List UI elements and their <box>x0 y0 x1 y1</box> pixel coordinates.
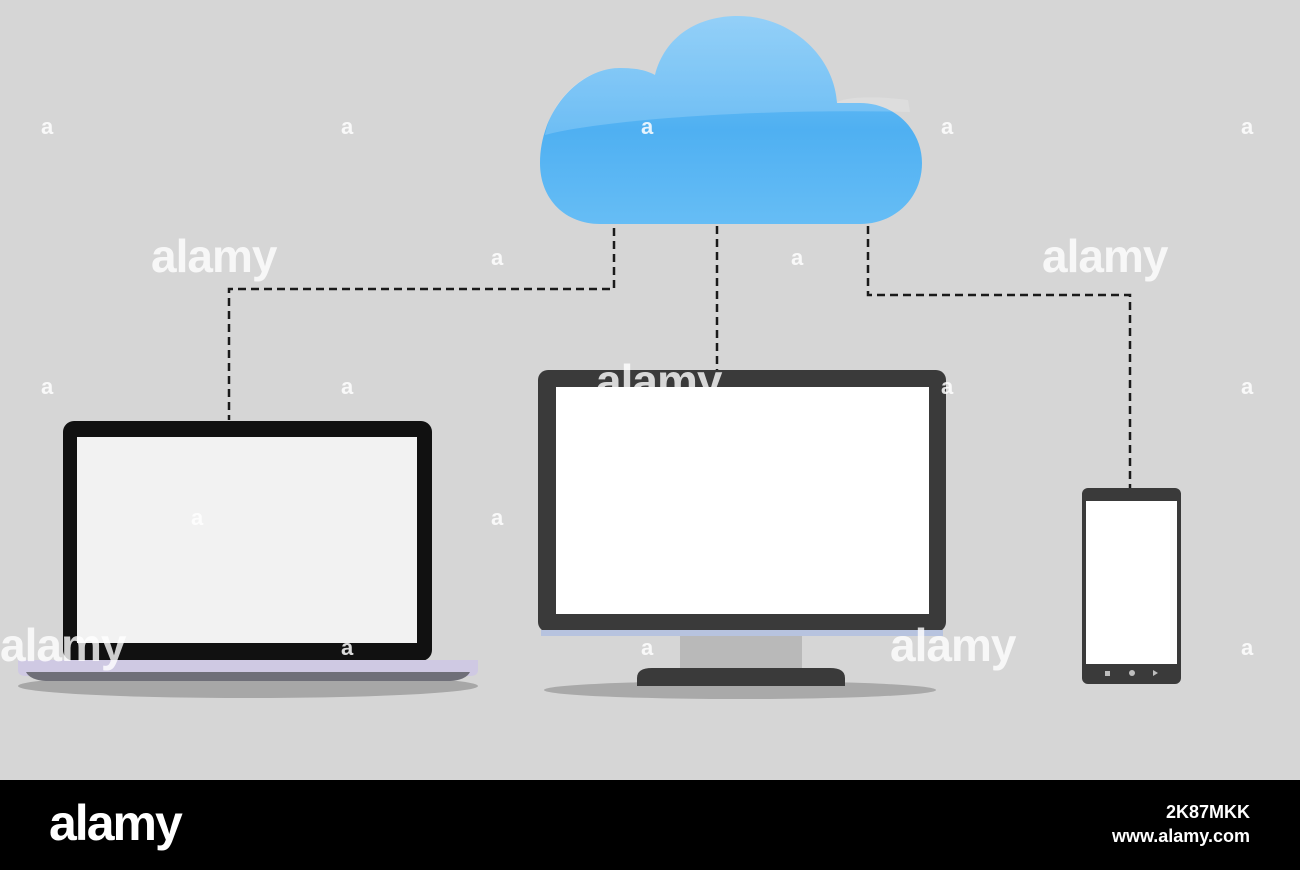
connector-cloud-smartphone <box>866 226 1132 490</box>
home-icon <box>1129 670 1135 676</box>
watermark-word: alamy <box>0 619 126 671</box>
watermark-letter: a <box>941 114 954 139</box>
smartphone-icon <box>1082 488 1181 684</box>
recent-apps-icon <box>1105 671 1110 676</box>
footer-bar: alamy 2K87MKK www.alamy.com <box>0 780 1300 870</box>
watermark-letter: a <box>1091 505 1104 530</box>
watermark-letter: a <box>641 114 654 139</box>
watermark-word: alamy <box>890 619 1016 671</box>
laptop-icon <box>18 421 478 698</box>
watermark-letter: a <box>341 114 354 139</box>
back-icon <box>1153 670 1158 676</box>
watermark-letter: a <box>191 505 204 530</box>
cloud-icon <box>540 16 922 224</box>
watermark-word: alamy <box>596 355 722 407</box>
watermark-word: alamy <box>151 230 277 282</box>
footer-logo: alamy <box>49 795 183 851</box>
watermark-letter: a <box>791 245 804 270</box>
connector-cloud-laptop <box>227 228 616 420</box>
monitor-screen <box>556 387 929 614</box>
footer-url: www.alamy.com <box>1111 826 1250 846</box>
watermark-letter: a <box>941 374 954 399</box>
watermark-letter: a <box>1241 114 1254 139</box>
watermark-word: alamy <box>1042 230 1168 282</box>
footer-image-id: 2K87MKK <box>1165 802 1250 822</box>
watermark-letter: a <box>641 635 654 660</box>
watermark-letter: a <box>491 245 504 270</box>
watermark-letter: a <box>41 114 54 139</box>
laptop-screen <box>77 437 417 643</box>
watermark-letter: a <box>1241 635 1254 660</box>
watermark-letter: a <box>491 505 504 530</box>
monitor-icon <box>538 370 946 699</box>
watermark-letter: a <box>791 505 804 530</box>
watermark-letter: a <box>41 374 54 399</box>
watermark-letter: a <box>341 635 354 660</box>
smartphone-screen <box>1086 501 1177 664</box>
watermark-letter: a <box>1241 374 1254 399</box>
watermark-letter: a <box>341 374 354 399</box>
